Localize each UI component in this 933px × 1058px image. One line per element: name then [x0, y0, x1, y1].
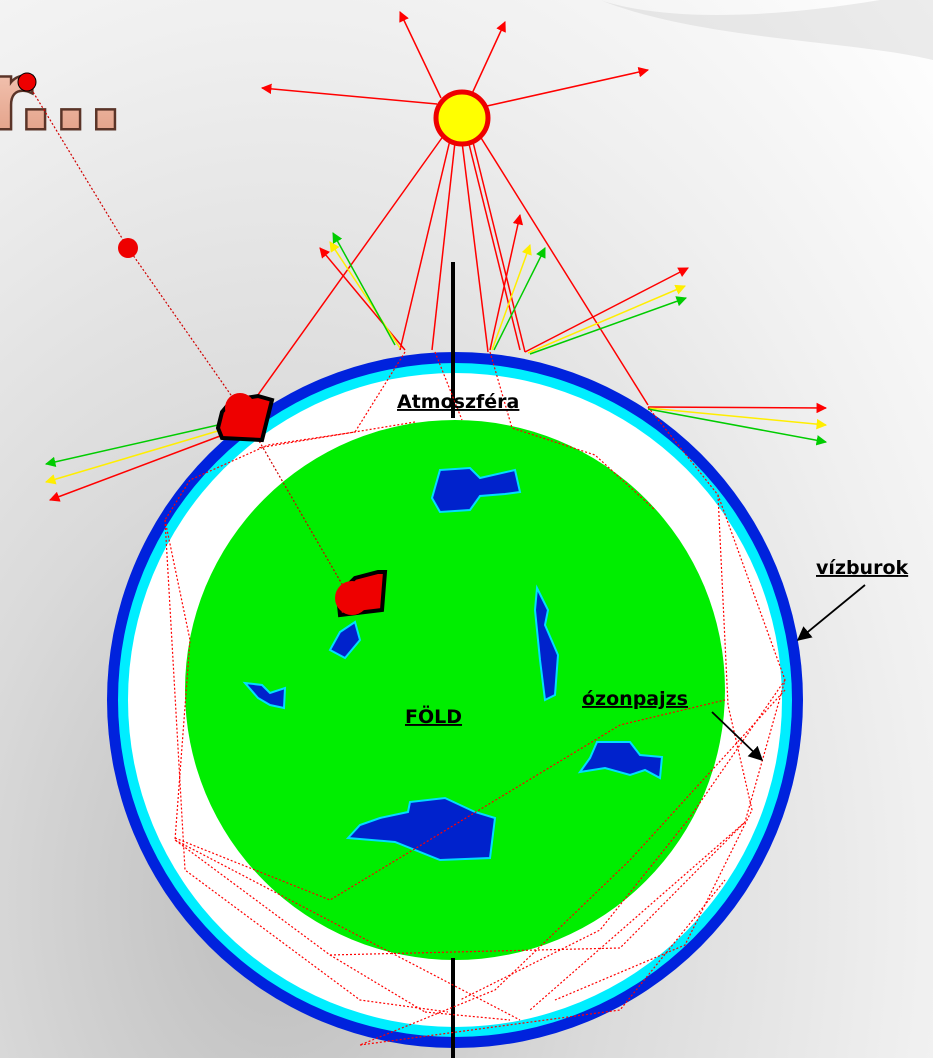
earth-surface — [185, 420, 725, 960]
water-patch — [242, 681, 287, 710]
label-earth: FÖLD — [405, 704, 462, 728]
factory-pollution-icon — [215, 393, 275, 443]
hydrosphere-pointer — [796, 584, 866, 641]
reflected-rays-middle — [489, 213, 546, 351]
water-patch — [533, 584, 560, 702]
water-patches — [242, 466, 664, 862]
pollution-path — [17, 72, 351, 599]
reflected-rays-right — [524, 267, 689, 355]
water-patch — [345, 796, 497, 862]
pollution-particle — [118, 238, 138, 258]
water-patch — [430, 466, 522, 514]
label-atmosphere: Atmoszféra — [397, 391, 519, 413]
sun-rays-outward — [260, 11, 650, 107]
label-hydrosphere: vízburok — [816, 557, 909, 579]
ozone-pointer — [711, 711, 764, 761]
title-fragment: r... — [0, 43, 123, 150]
reflected-rays-far-left — [44, 419, 241, 502]
water-patch — [577, 741, 664, 780]
reflected-rays-far-right — [647, 402, 828, 446]
background-decoration — [600, 0, 933, 60]
label-pointers — [711, 584, 866, 761]
sun-icon — [433, 89, 491, 147]
reflected-rays-left — [319, 232, 406, 351]
factory-pollution-icon — [335, 570, 388, 618]
water-patch — [328, 620, 362, 660]
earth-globe — [107, 352, 803, 1048]
trapped-heat-rays — [164, 351, 786, 1046]
label-ozone: ózonpajzs — [582, 688, 688, 710]
pollution-particle — [17, 72, 37, 92]
